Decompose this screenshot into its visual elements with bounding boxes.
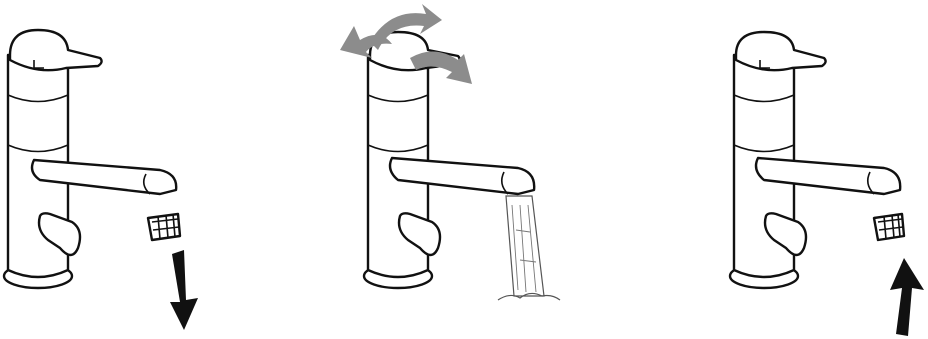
faucet-lever	[10, 30, 102, 70]
arrow-down-icon	[170, 250, 198, 330]
step-remove-aerator	[0, 0, 230, 339]
step-refit-aerator	[720, 0, 928, 339]
faucet-illustration	[0, 0, 230, 339]
step-flush-water	[330, 0, 580, 339]
arrow-up-icon	[890, 258, 924, 336]
faucet-illustration	[720, 0, 928, 339]
faucet-illustration	[330, 0, 580, 339]
faucet-lever	[736, 32, 826, 70]
